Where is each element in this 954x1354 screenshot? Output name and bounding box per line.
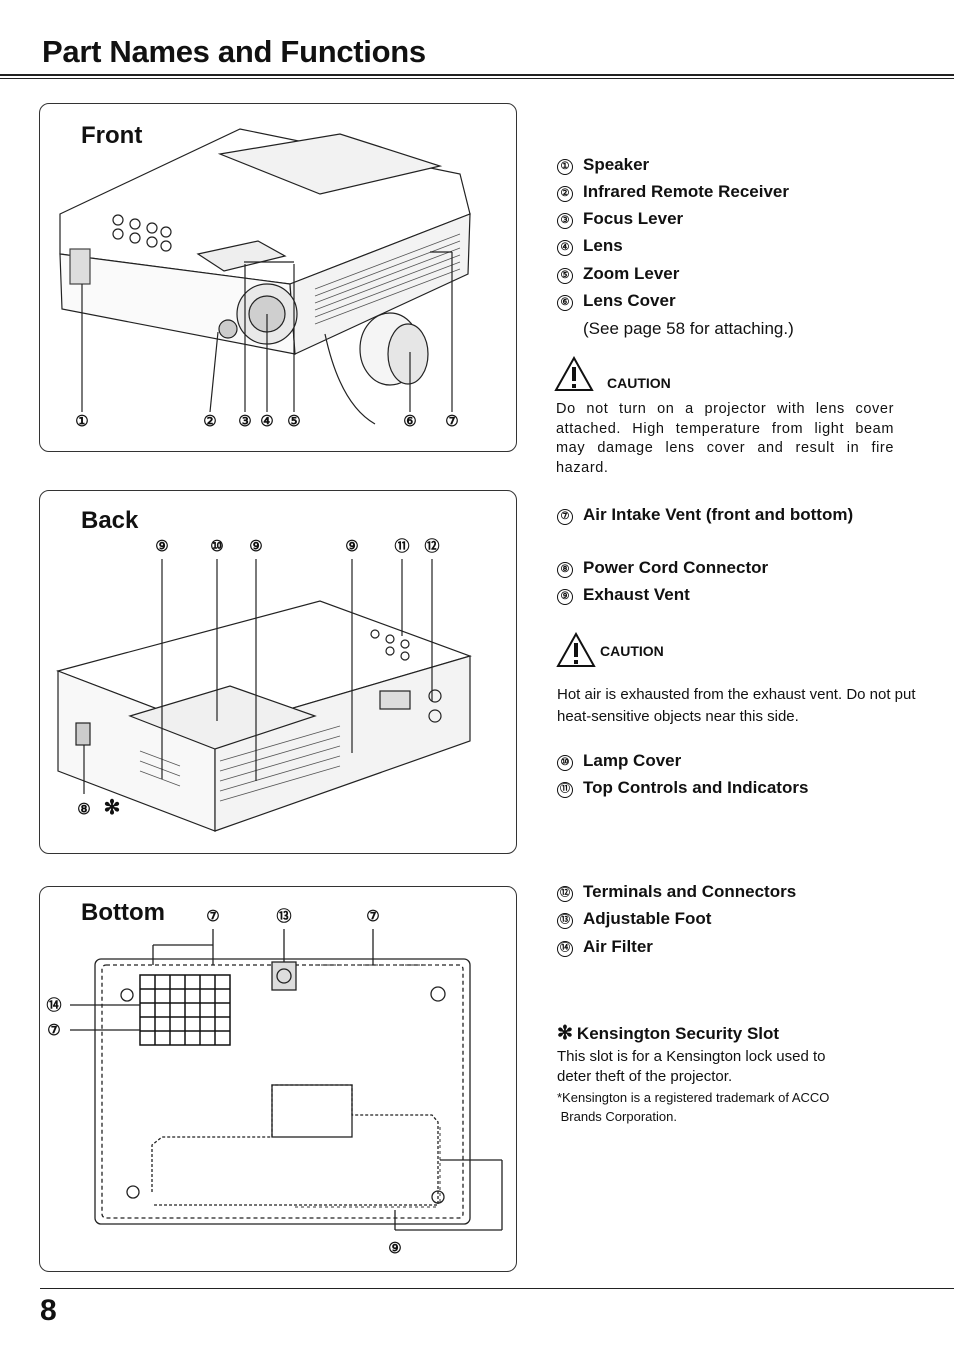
front-panel: Front [39, 103, 517, 452]
part-item: ⑤ Zoom Lever [557, 264, 679, 284]
kensington-text-line1: This slot is for a Kensington lock used … [557, 1048, 826, 1065]
callout-7a: ⑦ [206, 908, 219, 925]
part-item: ⑨ Exhaust Vent [557, 585, 690, 605]
bottom-panel: Bottom [39, 886, 517, 1272]
part-label: Lens Cover [583, 291, 676, 310]
part-item: ⑦ Air Intake Vent (front and bottom) [557, 505, 853, 525]
callout-9b: ⑨ [249, 538, 262, 555]
part-number: ⑫ [557, 886, 573, 902]
part-item: ⑩ Lamp Cover [557, 751, 681, 771]
kensington-trademark-line1: *Kensington is a registered trademark of… [557, 1090, 830, 1105]
callout-4: ④ [260, 413, 273, 430]
callout-8: ⑧ [77, 801, 90, 818]
part-number: ⑧ [557, 562, 573, 578]
callout-9d: ⑨ [388, 1240, 401, 1257]
part-label: Focus Lever [583, 209, 684, 228]
part-item: ① Speaker [557, 155, 649, 175]
part-label: Air Intake Vent (front and bottom) [583, 505, 854, 524]
caution-label: CAUTION [600, 643, 664, 659]
title-rule [0, 74, 954, 76]
part-number: ① [557, 159, 573, 175]
kensington-symbol: ✻ [557, 1023, 573, 1044]
callout-10: ⑩ [210, 538, 223, 555]
callout-14: ⑭ [46, 996, 61, 1014]
footer-rule [40, 1288, 954, 1289]
title-rule-thin [0, 78, 954, 79]
callout-7b: ⑦ [366, 908, 379, 925]
callout-6: ⑥ [403, 413, 416, 430]
part-label: Exhaust Vent [583, 585, 690, 604]
part-label: Adjustable Foot [583, 909, 712, 928]
kensington-trademark-line2: Brands Corporation. [557, 1109, 677, 1124]
part-label: Terminals and Connectors [583, 882, 797, 901]
part-number: ③ [557, 213, 573, 229]
part-item: ⑫ Terminals and Connectors [557, 882, 796, 902]
caution-label: CAUTION [607, 375, 671, 391]
callout-11: ⑪ [394, 537, 409, 555]
back-panel-title: Back [81, 507, 139, 534]
callout-2: ② [203, 413, 216, 430]
part-item: ⑪ Top Controls and Indicators [557, 778, 808, 798]
bottom-panel-title: Bottom [81, 899, 165, 926]
part-number: ⑭ [557, 941, 573, 957]
callout-3: ③ [238, 413, 251, 430]
part-number: ⑬ [557, 913, 573, 929]
part-label: Lens [583, 236, 623, 255]
part-number: ⑥ [557, 295, 573, 311]
part-label: Air Filter [583, 937, 653, 956]
page-title: Part Names and Functions [42, 34, 426, 69]
caution-text: Hot air is exhausted from the exhaust ve… [557, 686, 916, 725]
callout-kensington: ✻ [104, 797, 121, 819]
part-number: ④ [557, 240, 573, 256]
part-label: Infrared Remote Receiver [583, 182, 789, 201]
bottom-projector-illustration: ⑦ ⑬ ⑦ ⑭ ⑦ ⑨ [46, 907, 503, 1257]
callout-5: ⑤ [287, 413, 300, 430]
part-label: Zoom Lever [583, 264, 680, 283]
back-projector-illustration: ⑨ ⑩ ⑨ ⑨ ⑪ ⑫ ⑧ ✻ [56, 537, 472, 832]
caution-text: Do not turn on a projector with lens cov… [556, 401, 894, 476]
part-number: ⑪ [557, 782, 573, 798]
part-item: ⑥ Lens Cover [557, 291, 676, 311]
callout-12: ⑫ [424, 537, 439, 555]
lens-cover-note: (See page 58 for attaching.) [583, 319, 794, 338]
part-item: ⑭ Air Filter [557, 937, 653, 957]
callout-9a: ⑨ [155, 538, 168, 555]
front-panel-title: Front [81, 122, 143, 149]
back-panel: Back [39, 490, 517, 854]
part-number: ⑨ [557, 589, 573, 605]
front-projector-illustration: ① ② ③ ④ ⑤ ⑥ ⑦ [59, 128, 471, 430]
part-number: ⑤ [557, 268, 573, 284]
kensington-label: Kensington Security Slot [576, 1024, 780, 1043]
page-number: 8 [40, 1294, 57, 1327]
part-item: ④ Lens [557, 236, 623, 256]
kensington-heading: ✻Kensington Security Slot [557, 1022, 779, 1045]
warning-icon [556, 632, 596, 667]
part-label: Power Cord Connector [583, 558, 769, 577]
callout-13: ⑬ [276, 907, 291, 925]
part-number: ⑦ [557, 509, 573, 525]
part-number: ② [557, 186, 573, 202]
part-item: ② Infrared Remote Receiver [557, 182, 789, 202]
part-item: ⑧ Power Cord Connector [557, 558, 768, 578]
part-item: ⑬ Adjustable Foot [557, 909, 711, 929]
kensington-text-line2: deter theft of the projector. [557, 1068, 733, 1085]
callout-7: ⑦ [445, 413, 458, 430]
warning-icon [554, 356, 594, 391]
part-item: ③ Focus Lever [557, 209, 683, 229]
part-label: Top Controls and Indicators [583, 778, 809, 797]
part-number: ⑩ [557, 755, 573, 771]
part-label: Lamp Cover [583, 751, 682, 770]
part-label: Speaker [583, 155, 650, 174]
callout-1: ① [75, 413, 88, 430]
callout-9c: ⑨ [345, 538, 358, 555]
callout-7c: ⑦ [47, 1022, 60, 1039]
